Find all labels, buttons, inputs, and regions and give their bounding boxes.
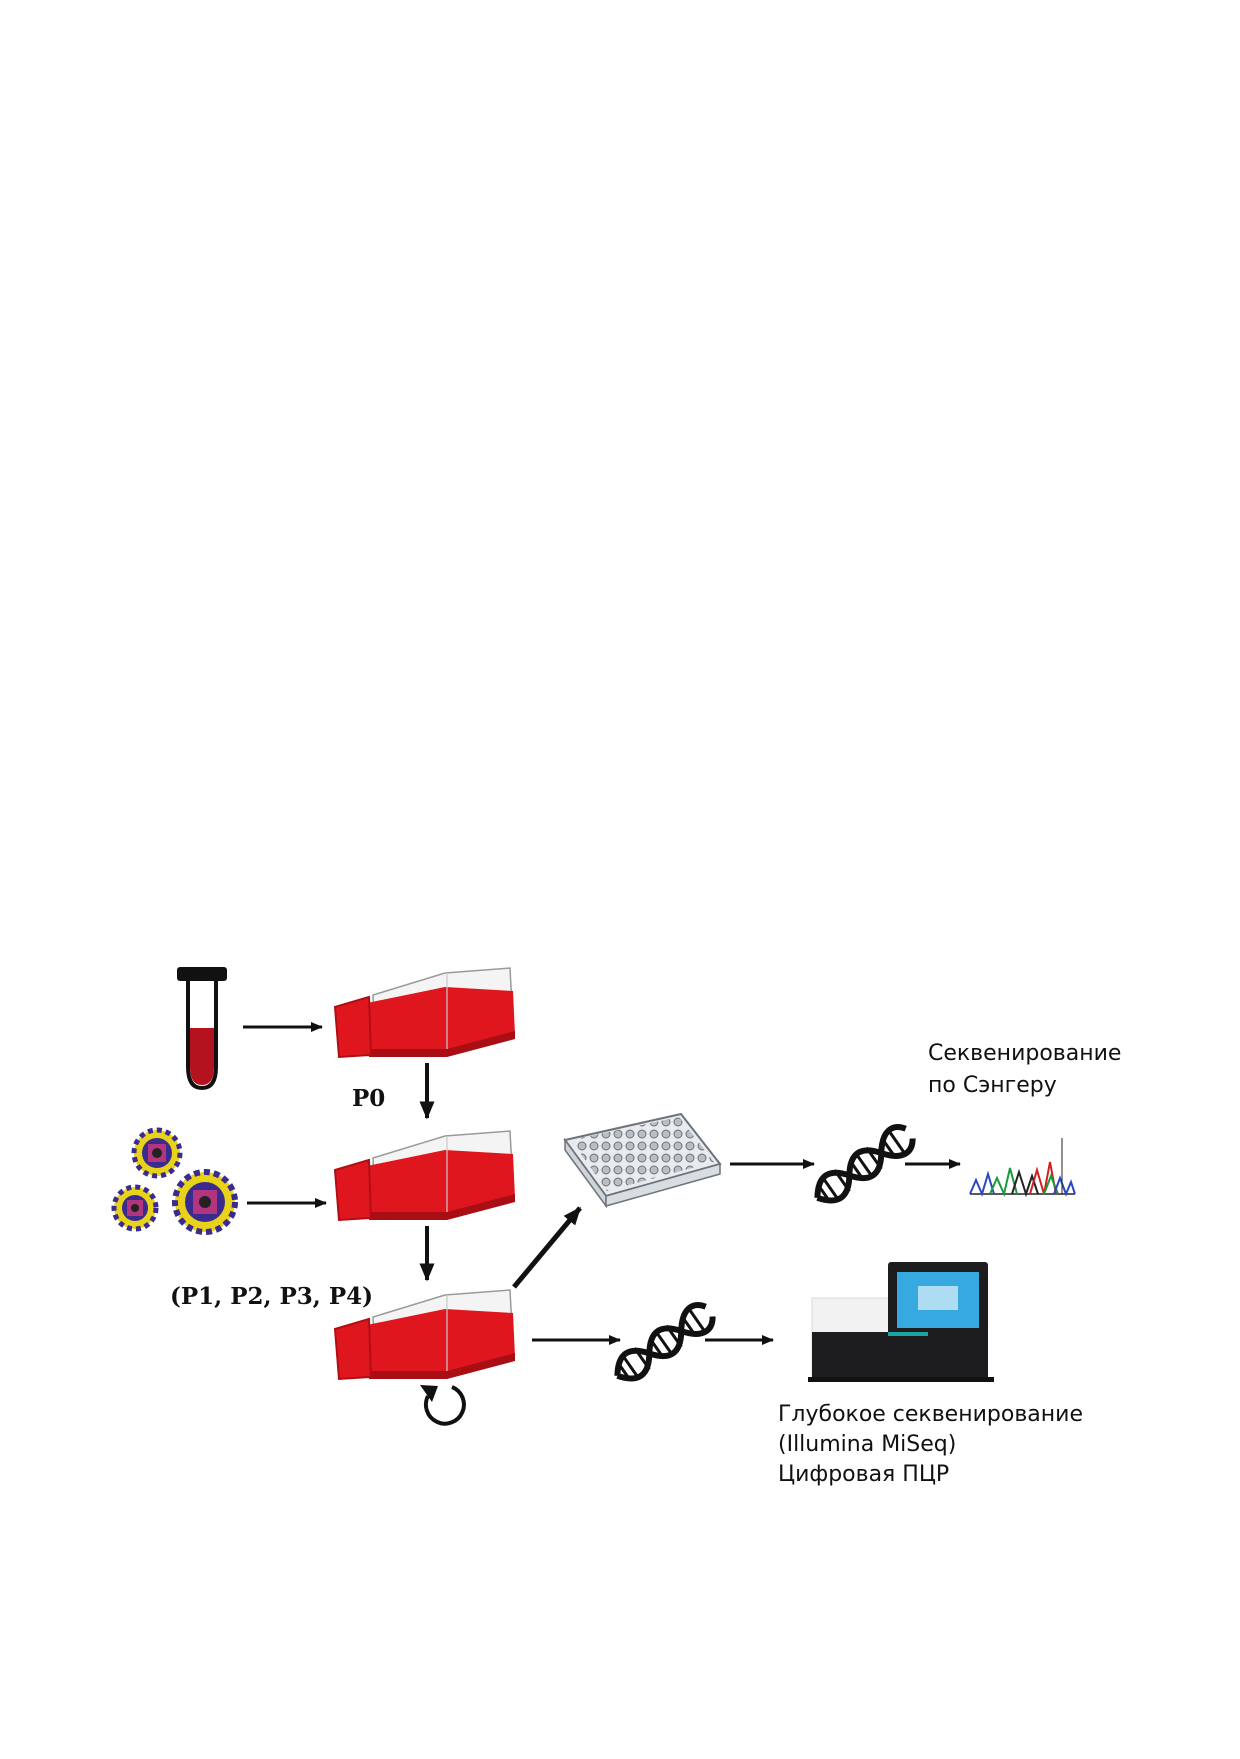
repeat-cycle-icon: [420, 1385, 466, 1426]
label-deep-seq-line-2: (Illumina MiSeq): [778, 1432, 957, 1457]
label-passages: (P1, P2, P3, P4): [170, 1283, 374, 1310]
label-deep-seq-line-3: Цифровая ПЦР: [778, 1462, 950, 1487]
dna-helix-bottom-icon: [614, 1302, 716, 1382]
culture-flask-3-icon: [333, 1289, 515, 1381]
culture-flask-1-icon: [333, 967, 515, 1059]
virus-particles-icon: [111, 1127, 238, 1235]
blood-tube-icon: [177, 967, 227, 1091]
chromatogram-icon: [969, 1138, 1076, 1198]
label-sanger-line-2: по Сэнгеру: [928, 1073, 1057, 1098]
label-sanger-line-1: Секвенирование: [928, 1041, 1122, 1066]
arrows: [243, 1022, 961, 1345]
label-deep-seq-line-1: Глубокое секвенирование: [778, 1402, 1083, 1427]
culture-flask-2-icon: [333, 1130, 515, 1222]
dna-helix-top-icon: [814, 1124, 916, 1204]
well-plate-icon: [563, 1112, 722, 1209]
label-p0: P0: [352, 1085, 386, 1112]
arrow-flask3-to-plate: [512, 1206, 582, 1289]
sequencer-icon: [808, 1262, 994, 1382]
